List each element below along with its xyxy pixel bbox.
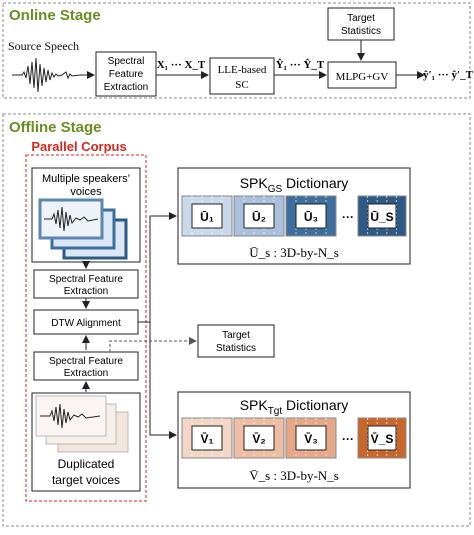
sfe-top-text-1: Spectral Feature: [49, 274, 123, 285]
gs-title-rest: Dictionary: [282, 175, 348, 191]
online-spectral-box: [95, 51, 157, 97]
mlpg-label: MLPG+GV: [336, 71, 389, 83]
online-stage-title: Online Stage: [9, 7, 101, 24]
gs-dictionary-caption: Ū_s : 3D-by-N_s: [249, 245, 339, 260]
lle-text-2: SC: [235, 79, 248, 91]
parallel-corpus-frame: [25, 154, 147, 502]
mlpg-box: [327, 61, 397, 89]
gs-cell-bg-2: [233, 195, 285, 237]
gs-cell-label-2: Ū₂: [252, 210, 266, 224]
tgt-cell-label-1: V̄₁: [201, 432, 214, 446]
offline-target-stats-text-2: Statistics: [216, 343, 256, 354]
sfe-top-text-2: Extraction: [64, 286, 108, 297]
tgt-dictionary-caption: V̄_s : 3D-by-N_s: [249, 468, 339, 483]
sfe-top-box: [33, 269, 139, 299]
offline-target-stats-box: [197, 324, 275, 358]
y-sequence-label: Ŷ₁ ··· Ŷ_T: [276, 59, 325, 71]
online-spectral-text-1: Spectral: [108, 56, 145, 67]
gs-cell-label-box-3: [295, 203, 327, 229]
x-sequence-label: X₁ ··· X_T: [157, 59, 206, 71]
online-target-stats-text-1: Target: [347, 13, 375, 24]
duplicated-text-2: target voices: [52, 473, 120, 487]
arrow-dtw-to-gs-dict: [138, 212, 177, 323]
offline-target-stats-text-1: Target: [222, 330, 250, 341]
online-spectral-text-3: Extraction: [104, 82, 148, 93]
lle-sc-box: [209, 57, 275, 95]
tgt-cell-label-3: V̄₃: [304, 432, 318, 446]
sfe-bottom-box: [33, 351, 139, 381]
gs-cell-label-box-5: [367, 203, 397, 229]
online-stage-frame: [2, 2, 471, 99]
tgt-title-main: SPK: [240, 397, 269, 413]
tgt-title-rest: Dictionary: [282, 397, 348, 413]
gs-cell-label-box-2: [243, 203, 275, 229]
tgt-cell-label-box-2: [243, 425, 275, 451]
online-target-stats-text-2: Statistics: [341, 26, 381, 37]
offline-stage-title: Offline Stage: [9, 119, 102, 136]
sfe-bottom-text-1: Spectral Feature: [49, 356, 123, 367]
gs-dictionary-title: SPKGS Dictionary: [240, 175, 349, 195]
gs-cell-label-5: Ū_S: [370, 210, 393, 224]
multi-speakers-text-2: voices: [70, 186, 102, 198]
duplicated-text-1: Duplicated: [58, 457, 115, 471]
gs-cell-label-1: Ū₁: [200, 210, 214, 224]
tgt-cell-label-box-1: [191, 425, 223, 451]
tgt-dictionary-title: SPKTgt Dictionary: [240, 397, 349, 417]
gs-dictionary-cells: Ū₁ Ū₂ Ū₃ ··· Ū_S: [181, 195, 407, 237]
tgt-cell-label-box-5: [367, 425, 397, 451]
offline-stage-frame: [2, 113, 471, 527]
gs-cell-label-3: Ū₃: [304, 210, 318, 224]
source-waveform-icon: [12, 57, 81, 93]
tgt-dictionary-cells: V̄₁ V̄₂ V̄₃ ··· V̄_S: [181, 417, 407, 459]
gs-title-main: SPK: [240, 175, 269, 191]
sfe-bottom-text-2: Extraction: [64, 368, 108, 379]
gs-title-sub: GS: [268, 184, 283, 195]
tgt-title-sub: Tgt: [268, 406, 283, 417]
stacked-waveforms-icon: [38, 198, 128, 260]
tgt-cell-label-box-3: [295, 425, 327, 451]
duplicated-waveforms-icon: [35, 395, 129, 453]
lle-text-1: LLE-based: [218, 64, 267, 76]
tgt-cell-label-4: ···: [342, 432, 354, 446]
arrow-dtw-to-tgt-dict: [138, 321, 177, 439]
source-speech-label: Source Speech: [8, 39, 79, 53]
gs-cell-label-box-1: [191, 203, 223, 229]
tgt-cell-label-2: V̄₂: [252, 432, 265, 446]
dtw-label: DTW Alignment: [51, 318, 121, 329]
online-spectral-text-2: Feature: [109, 69, 144, 80]
output-sequence-label: ŷ′₁ ··· ŷ′_T: [423, 69, 473, 81]
tgt-cell-label-5: V̄_S: [371, 432, 394, 446]
gs-cell-label-4: ···: [342, 210, 354, 224]
multi-speakers-text-1: Multiple speakers’: [42, 173, 130, 185]
arrow-to-offline-stats: [109, 337, 197, 352]
parallel-corpus-title: Parallel Corpus: [31, 139, 126, 154]
